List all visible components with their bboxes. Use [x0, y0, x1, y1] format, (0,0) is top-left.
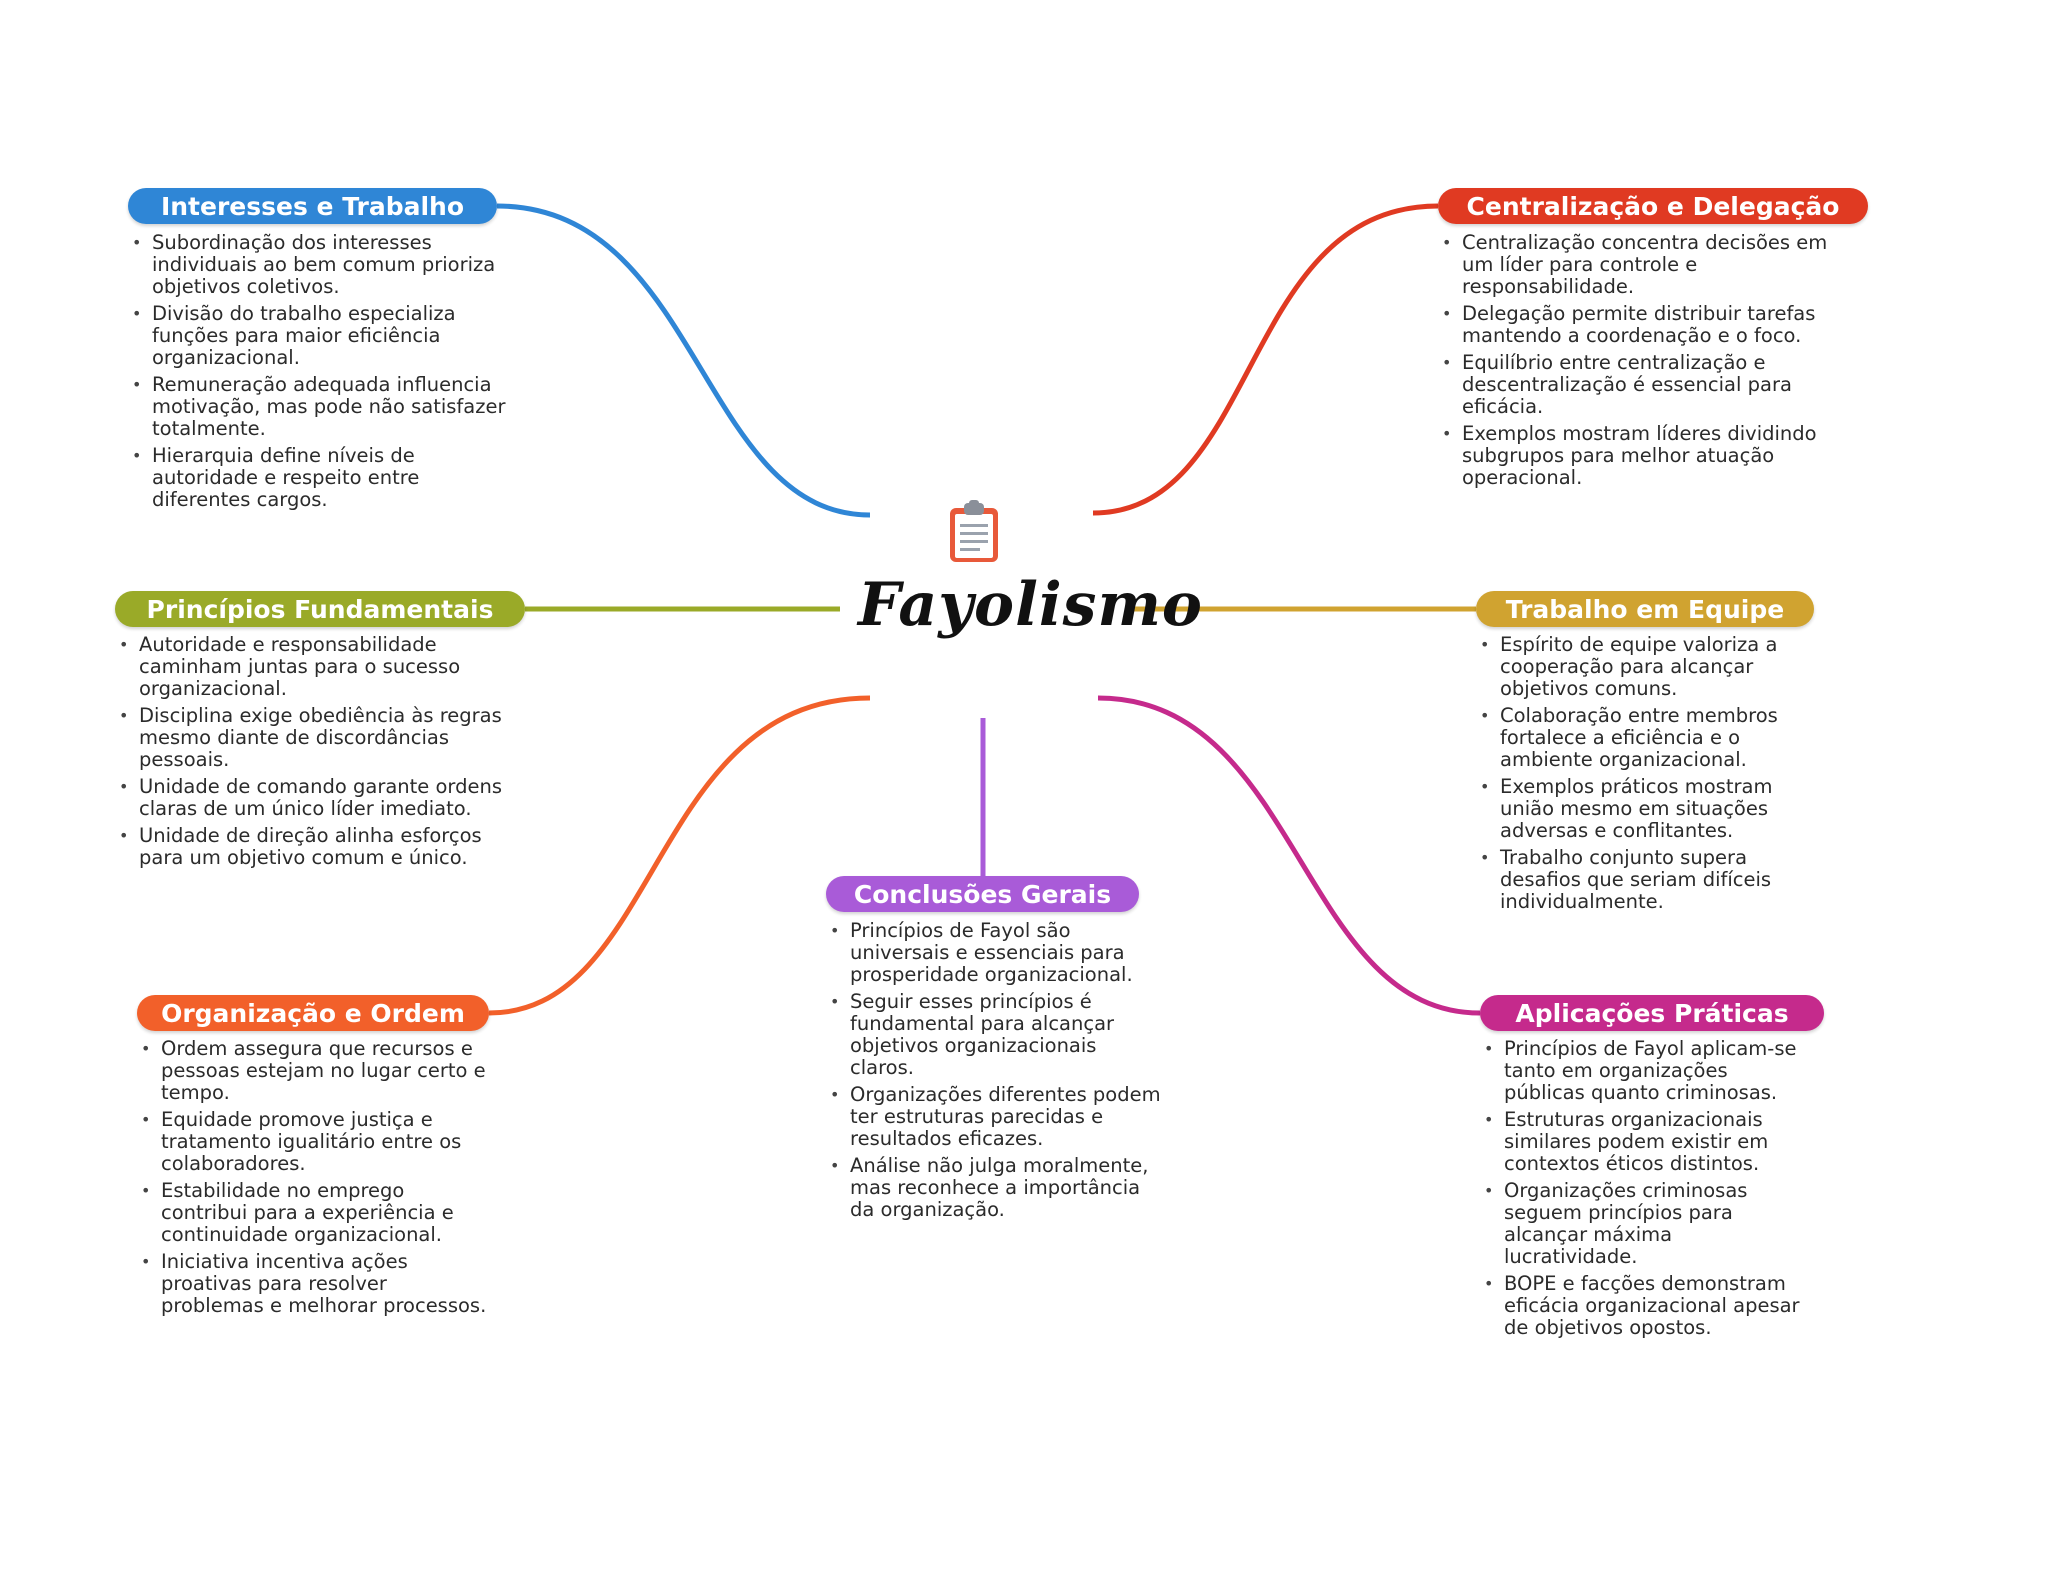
list-item: Ordem assegura que recursos e pessoas es…: [137, 1038, 489, 1104]
bullet-list-trabalho-equipe: Espírito de equipe valoriza a cooperação…: [1476, 634, 1816, 918]
list-item: Exemplos práticos mostram união mesmo em…: [1476, 776, 1816, 842]
list-item: Colaboração entre membros fortalece a ef…: [1476, 705, 1816, 771]
list-item: Organizações diferentes podem ter estrut…: [826, 1084, 1166, 1150]
bullet-list-aplicacoes: Princípios de Fayol aplicam-se tanto em …: [1480, 1038, 1810, 1344]
bullet-list-conclusoes: Princípios de Fayol são universais e ess…: [826, 920, 1166, 1226]
list-item: Divisão do trabalho especializa funções …: [128, 303, 518, 369]
list-item: Análise não julga moralmente, mas reconh…: [826, 1155, 1166, 1221]
list-item: Disciplina exige obediência às regras me…: [115, 705, 525, 771]
connector-aplicacoes: [1097, 695, 1481, 1016]
list-item: Exemplos mostram líderes dividindo subgr…: [1438, 423, 1846, 489]
list-item: Estruturas organizacionais similares pod…: [1480, 1109, 1810, 1175]
bullet-list-centralizacao: Centralização concentra decisões em um l…: [1438, 232, 1846, 494]
list-item: Unidade de direção alinha esforços para …: [115, 825, 525, 869]
bullet-list-principios: Autoridade e responsabilidade caminham j…: [115, 634, 525, 874]
list-item: Iniciativa incentiva ações proativas par…: [137, 1251, 489, 1317]
list-item: Princípios de Fayol aplicam-se tanto em …: [1480, 1038, 1810, 1104]
list-item: Trabalho conjunto supera desafios que se…: [1476, 847, 1816, 913]
branch-title-trabalho-equipe: Trabalho em Equipe: [1476, 591, 1814, 627]
list-item: Equidade promove justiça e tratamento ig…: [137, 1109, 489, 1175]
clipboard-icon: [950, 500, 998, 562]
central-topic: Fayolismo: [858, 570, 1203, 640]
connector-centralizacao: [1092, 203, 1439, 516]
connector-interesses: [496, 203, 871, 518]
list-item: Remuneração adequada influencia motivaçã…: [128, 374, 518, 440]
branch-title-conclusoes: Conclusões Gerais: [826, 876, 1139, 912]
connector-organizacao: [488, 695, 871, 1016]
branch-title-principios: Princípios Fundamentais: [115, 591, 525, 627]
list-item: BOPE e facções demonstram eficácia organ…: [1480, 1273, 1810, 1339]
list-item: Autoridade e responsabilidade caminham j…: [115, 634, 525, 700]
branch-title-centralizacao: Centralização e Delegação: [1438, 188, 1868, 224]
list-item: Subordinação dos interesses individuais …: [128, 232, 518, 298]
list-item: Estabilidade no emprego contribui para a…: [137, 1180, 489, 1246]
list-item: Hierarquia define níveis de autoridade e…: [128, 445, 518, 511]
list-item: Princípios de Fayol são universais e ess…: [826, 920, 1166, 986]
list-item: Unidade de comando garante ordens claras…: [115, 776, 525, 820]
list-item: Equilíbrio entre centralização e descent…: [1438, 352, 1846, 418]
branch-title-interesses: Interesses e Trabalho: [128, 188, 497, 224]
branch-title-aplicacoes: Aplicações Práticas: [1480, 995, 1824, 1031]
list-item: Delegação permite distribuir tarefas man…: [1438, 303, 1846, 347]
bullet-list-organizacao: Ordem assegura que recursos e pessoas es…: [137, 1038, 489, 1322]
list-item: Organizações criminosas seguem princípio…: [1480, 1180, 1810, 1268]
list-item: Espírito de equipe valoriza a cooperação…: [1476, 634, 1816, 700]
list-item: Centralização concentra decisões em um l…: [1438, 232, 1846, 298]
bullet-list-interesses: Subordinação dos interesses individuais …: [128, 232, 518, 516]
branch-title-organizacao: Organização e Ordem: [137, 995, 489, 1031]
list-item: Seguir esses princípios é fundamental pa…: [826, 991, 1166, 1079]
